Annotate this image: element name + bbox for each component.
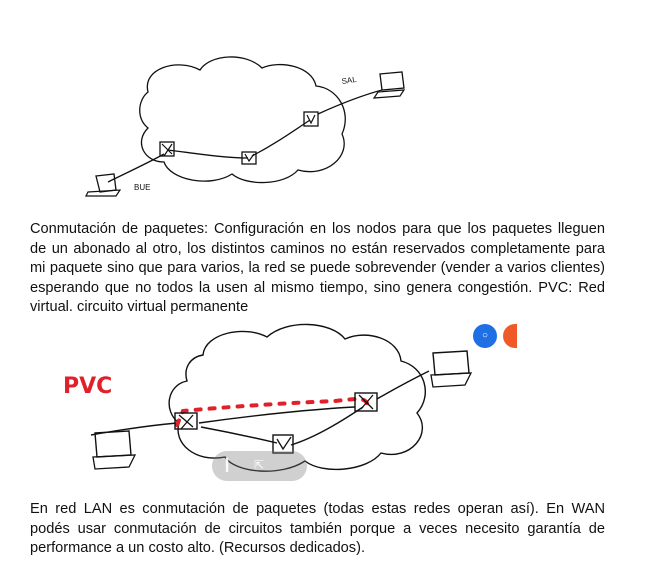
terminal-right	[430, 350, 473, 388]
terminal-left	[92, 430, 137, 470]
pvc-label: PVC	[63, 374, 112, 399]
user-avatar-icon[interactable]	[503, 324, 517, 348]
expand-icon[interactable]: ⇱	[254, 458, 265, 472]
switch-node	[272, 434, 294, 454]
switch-node	[354, 392, 378, 412]
play-icon[interactable]: ▎	[226, 458, 236, 472]
switch-node	[241, 151, 257, 165]
switch-node	[303, 111, 319, 127]
network-cloud	[139, 56, 346, 184]
switch-node	[174, 412, 198, 430]
user-avatar-icon[interactable]: ○	[473, 324, 497, 348]
network-diagram-1: SAL BUE	[85, 56, 406, 197]
pvc-virtual-circuit	[175, 397, 369, 427]
network-diagram-2: PVC	[63, 323, 473, 472]
paragraph-lan-wan: En red LAN es conmutación de paquetes (t…	[30, 501, 605, 557]
terminal-sal	[372, 71, 406, 99]
paragraph-packet-switching: Conmutación de paquetes: Configuración e…	[30, 221, 605, 316]
network-cloud	[168, 323, 426, 472]
media-controls-overlay[interactable]: ▎ ⇱	[212, 451, 307, 481]
switch-node	[159, 141, 175, 157]
terminal-bue	[85, 173, 122, 197]
label-bue: BUE	[134, 183, 150, 192]
label-sal: SAL	[341, 75, 358, 86]
